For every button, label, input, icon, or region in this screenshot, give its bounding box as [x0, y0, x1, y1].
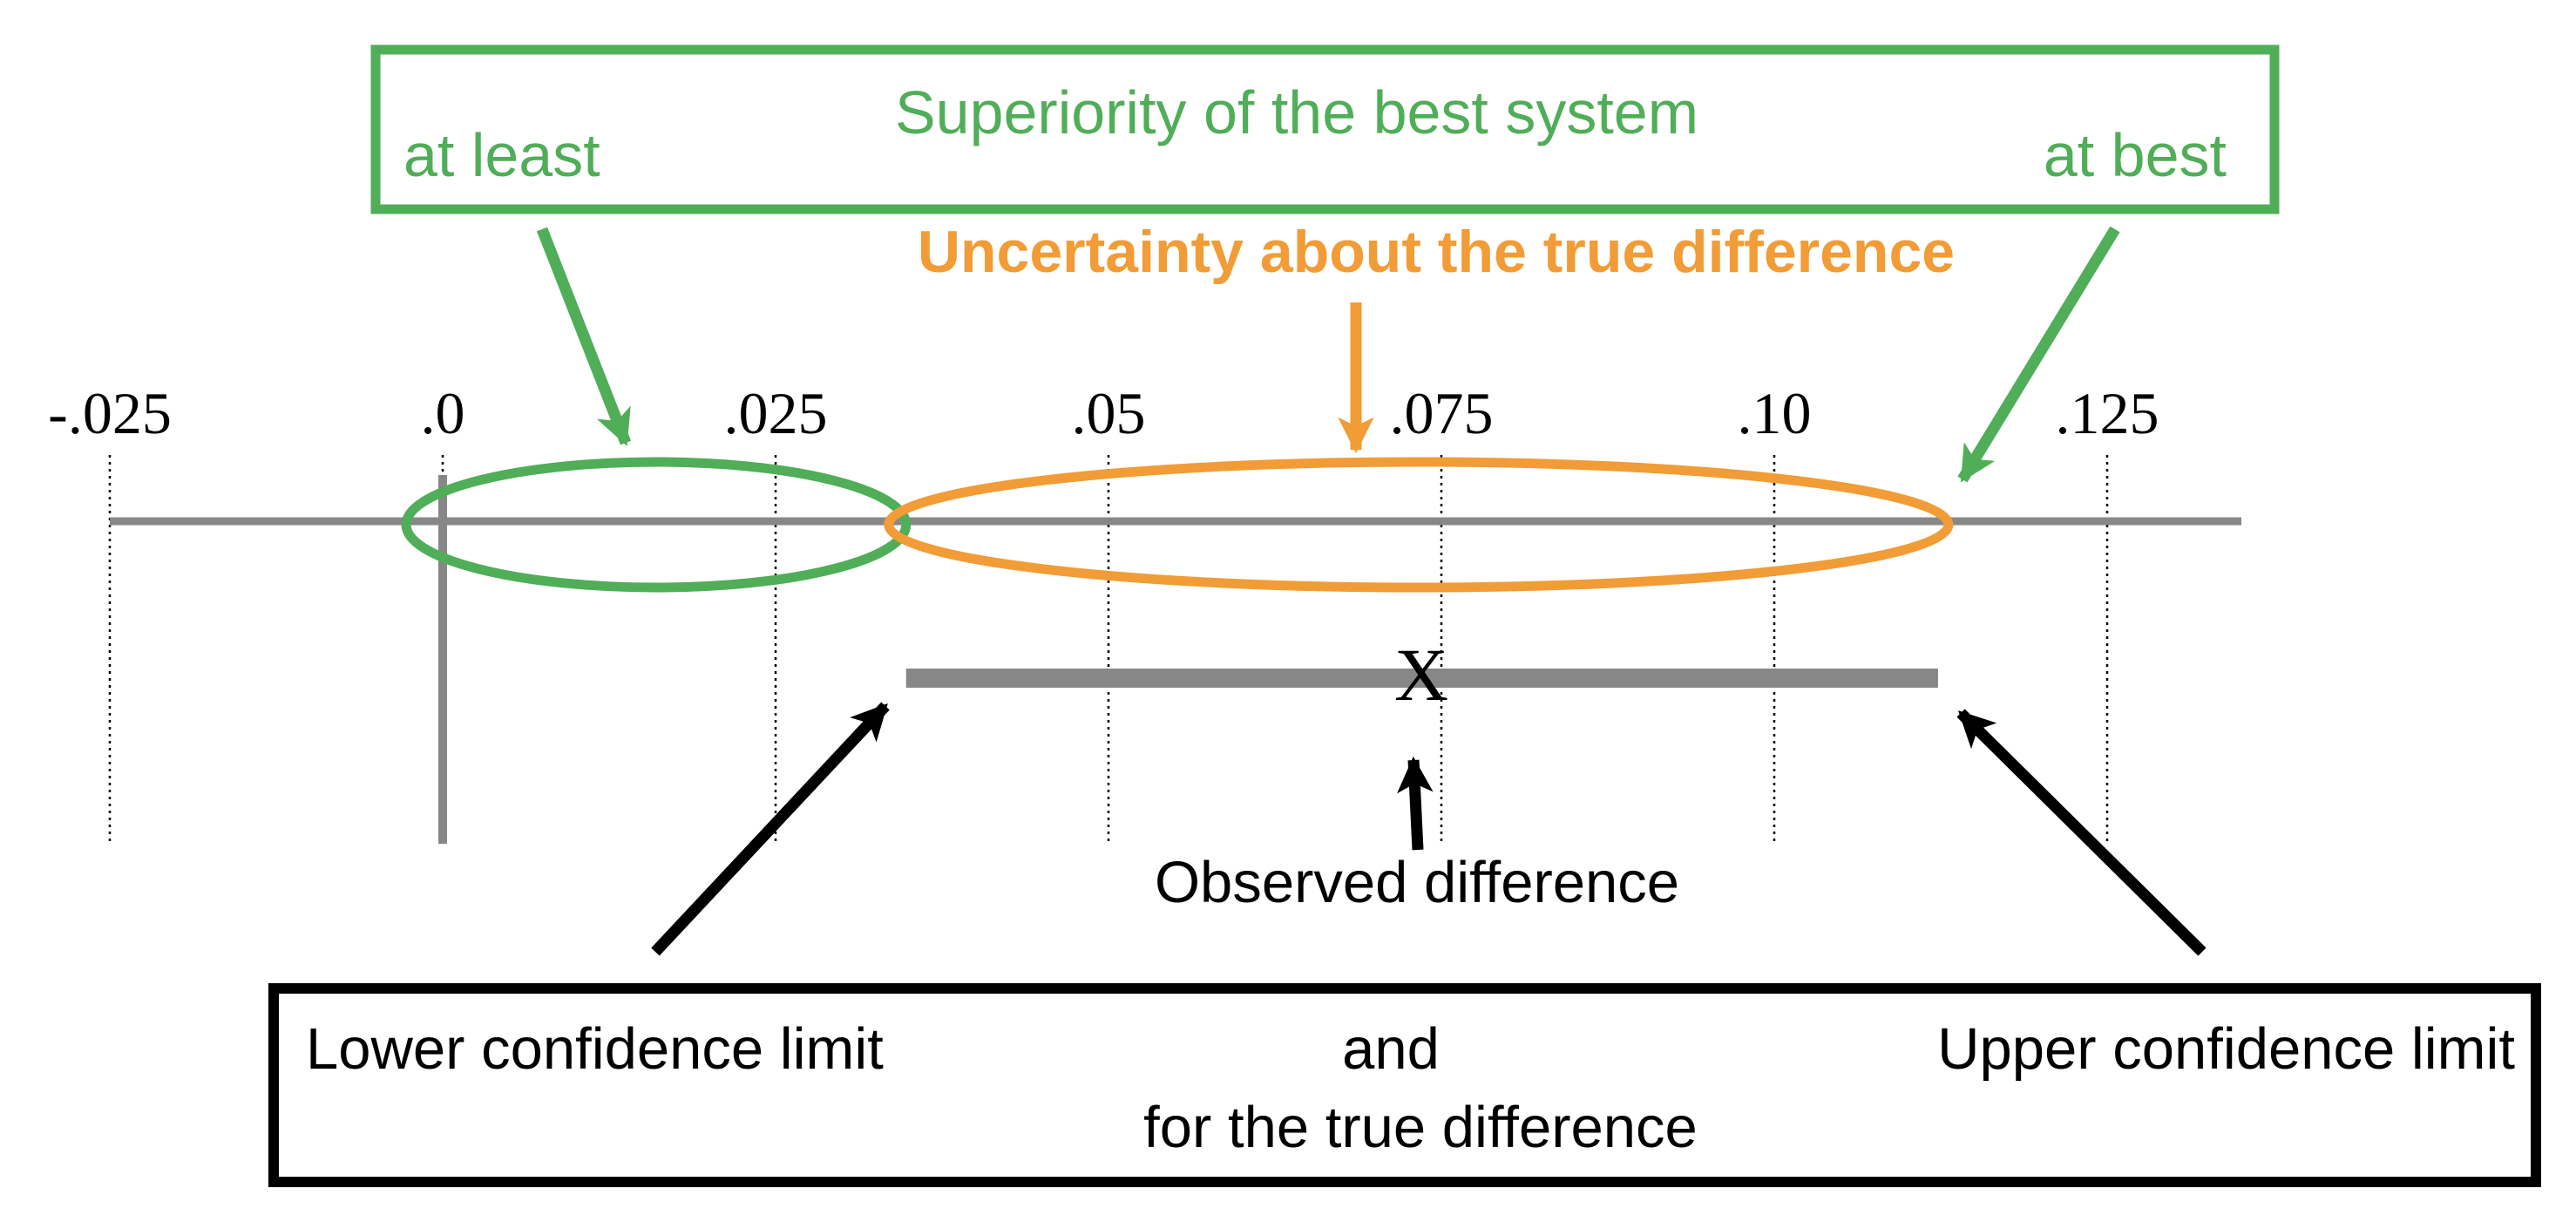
- for-true-difference-label: for the true difference: [1143, 1095, 1698, 1160]
- at-least-label: at least: [403, 121, 600, 189]
- tick-labels: -.025 .0 .025 .05 .075 .10 .125: [48, 380, 2159, 446]
- observed-marker: X: [1394, 633, 1448, 716]
- upper-limit-arrow: [1956, 709, 2207, 956]
- tick-label: .025: [724, 380, 828, 446]
- at-least-arrow: [536, 227, 632, 446]
- superiority-title: Superiority of the best system: [895, 78, 1698, 146]
- upper-confidence-limit-label: Upper confidence limit: [1937, 1016, 2515, 1082]
- lower-limit-arrow: [651, 702, 890, 956]
- tick-label: -.025: [48, 380, 172, 446]
- uncertainty-label: Uncertainty about the true difference: [918, 219, 1955, 285]
- lower-confidence-limit-label: Lower confidence limit: [306, 1016, 884, 1082]
- tick-label: .10: [1738, 380, 1812, 446]
- tick-label: .075: [1390, 380, 1494, 446]
- observed-difference-arrow: [1397, 756, 1434, 851]
- confidence-limits-box: [268, 983, 2541, 1187]
- uncertainty-range-ellipse: [884, 457, 1954, 593]
- tick-label: .125: [2056, 380, 2159, 446]
- tick-label: .0: [421, 380, 465, 446]
- superiority-box: [370, 44, 2280, 214]
- superiority-range-ellipse: [401, 457, 912, 593]
- observed-difference-label: Observed difference: [1155, 850, 1679, 915]
- at-best-arrow: [1957, 226, 2120, 483]
- and-label: and: [1342, 1016, 1440, 1082]
- at-best-label: at best: [2044, 121, 2227, 189]
- tick-label: .05: [1072, 380, 1146, 446]
